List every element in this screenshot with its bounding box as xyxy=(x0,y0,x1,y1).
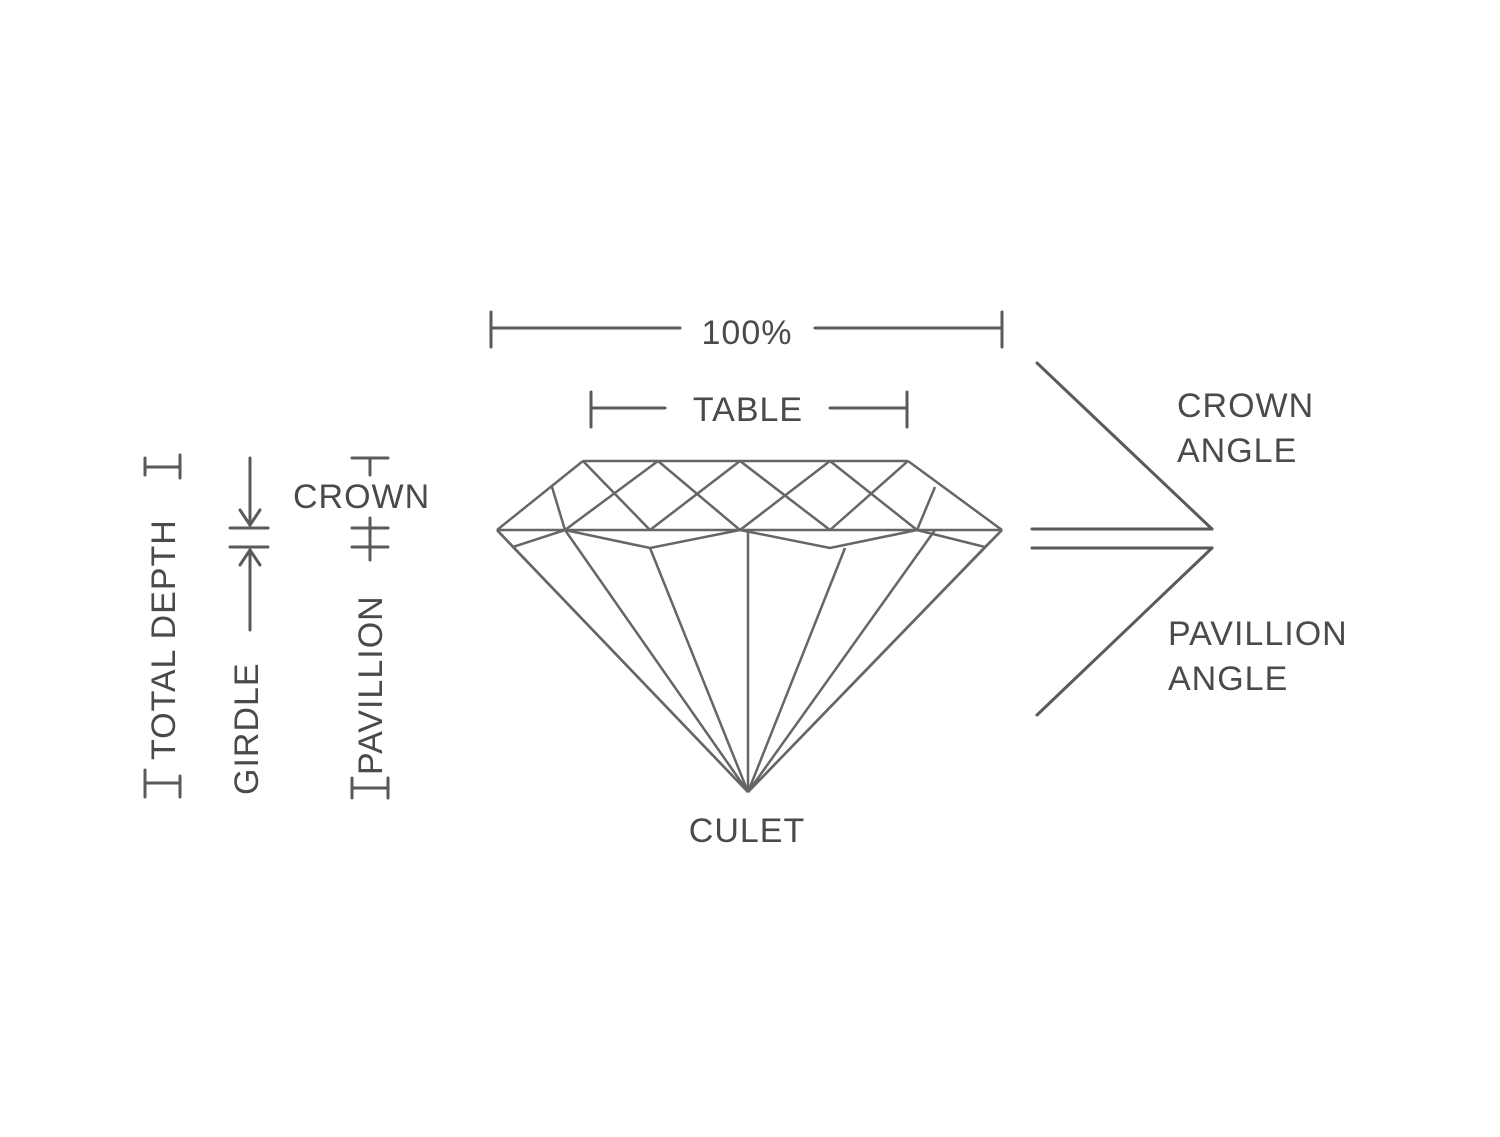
pavilion-angle-label-2: ANGLE xyxy=(1168,660,1288,698)
total-depth-label: TOTAL DEPTH xyxy=(145,519,183,760)
angle-indicators xyxy=(1030,361,1214,717)
table-label: TABLE xyxy=(693,391,803,429)
crown-pavilion-dimension: CROWN PAVILLION xyxy=(293,456,430,800)
width-dimension: 100% xyxy=(489,310,1004,352)
width-label: 100% xyxy=(702,314,793,352)
culet-label: CULET xyxy=(689,812,805,850)
crown-angle-label-2: ANGLE xyxy=(1177,432,1297,470)
pavilion-angle-label-1: PAVILLION xyxy=(1168,615,1348,653)
crown-label: CROWN xyxy=(293,478,430,516)
diamond-outline xyxy=(496,459,1003,793)
pavilion-label: PAVILLION xyxy=(352,595,390,775)
crown-angle-label-1: CROWN xyxy=(1177,387,1314,425)
girdle-dimension: GIRDLE xyxy=(228,456,270,795)
table-dimension: TABLE xyxy=(589,390,909,429)
girdle-label: GIRDLE xyxy=(228,662,266,795)
total-depth-dimension: TOTAL DEPTH xyxy=(143,453,183,799)
